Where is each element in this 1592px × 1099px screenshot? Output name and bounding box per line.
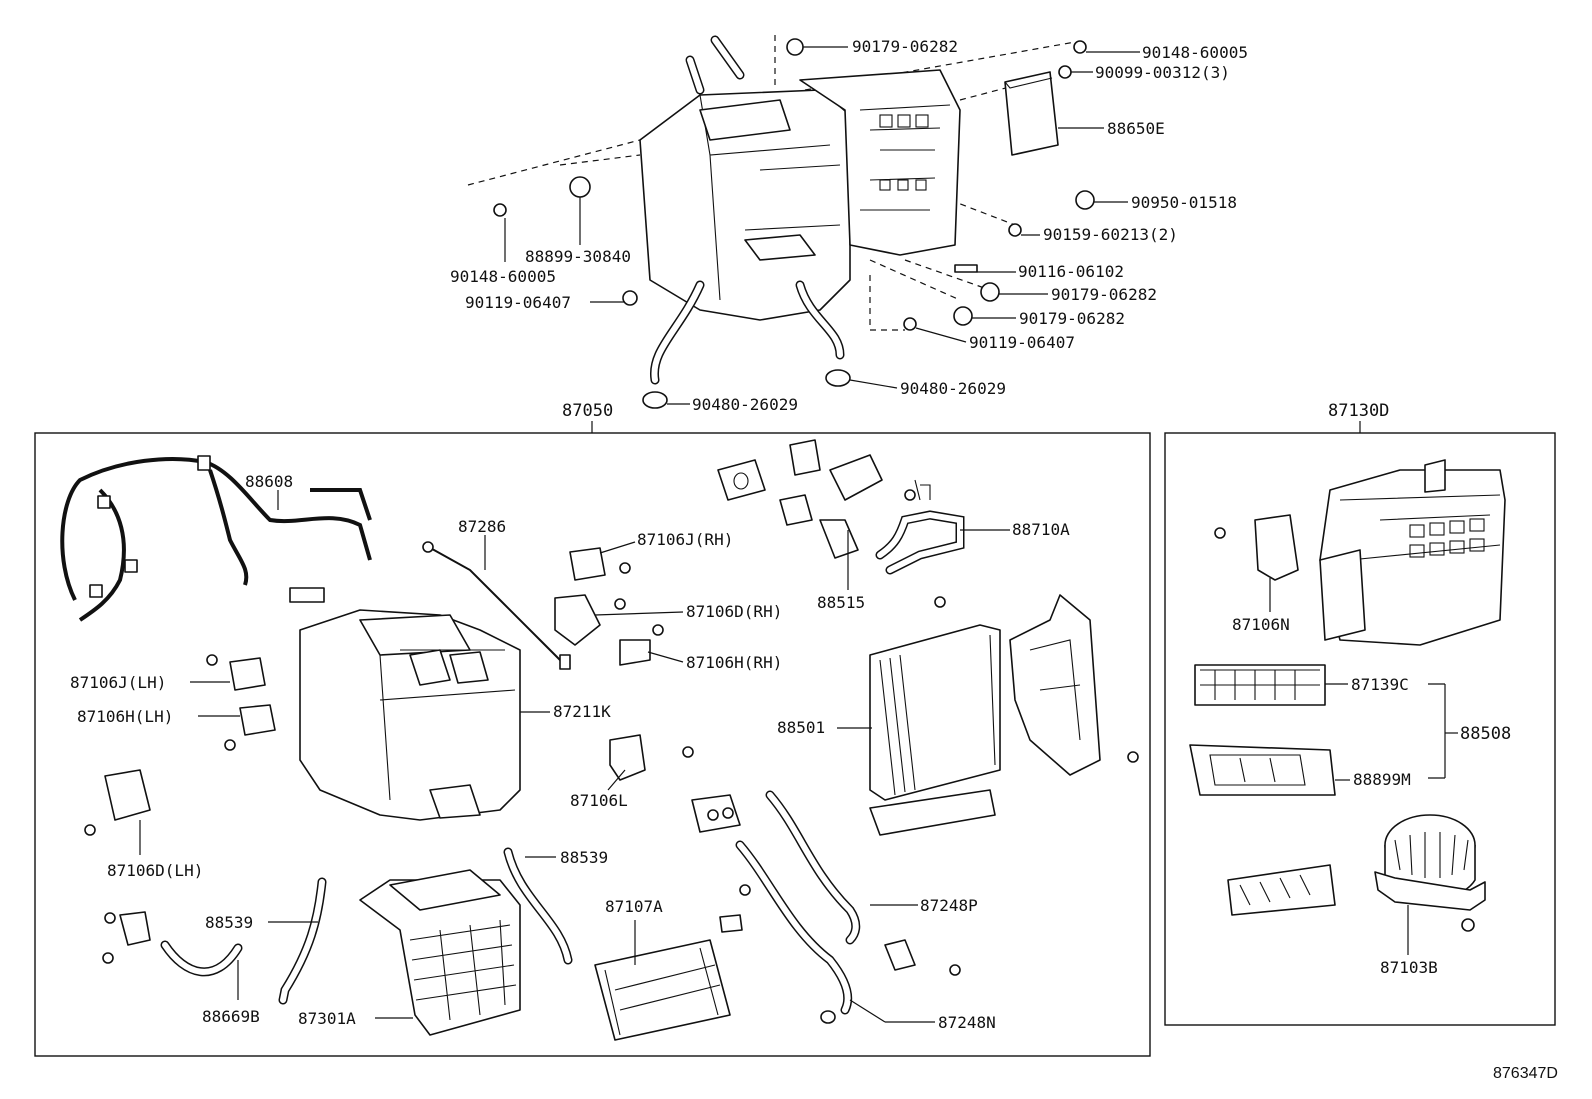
label-filter-set: 88508 bbox=[1460, 724, 1511, 744]
servo-blower bbox=[119, 911, 151, 946]
label-stud: 90116-06102 bbox=[1018, 262, 1124, 281]
upper-leaders bbox=[504, 46, 1140, 405]
label-unit-assembly: 87050 bbox=[562, 401, 613, 421]
upper-blower-case bbox=[799, 69, 961, 256]
unit-leaders bbox=[139, 490, 1010, 1023]
label-plug: 88899-30840 bbox=[525, 247, 631, 266]
servo-j-rh bbox=[569, 547, 606, 581]
label-servo-l: 87106L bbox=[570, 791, 628, 810]
label-tube: 88710A bbox=[1012, 520, 1070, 539]
upper-assembly-drawing bbox=[467, 35, 1095, 409]
label-servo-j-rh: 87106J(RH) bbox=[637, 530, 733, 549]
label-grommet-a: 90950-01518 bbox=[1131, 193, 1237, 212]
servo-d-lh bbox=[104, 769, 151, 821]
evaporator bbox=[869, 624, 1001, 801]
heater-core bbox=[594, 939, 731, 1041]
unit-assembly-drawing bbox=[60, 439, 1139, 1041]
label-hose-left: 88539 bbox=[205, 913, 253, 932]
label-heater-core-unit: 87301A bbox=[298, 1009, 356, 1028]
label-pipe-n: 87248N bbox=[938, 1013, 996, 1032]
label-hose-upper: 88539 bbox=[560, 848, 608, 867]
servo-n bbox=[1254, 514, 1299, 581]
amplifier-box bbox=[1004, 71, 1059, 156]
filter-case-m bbox=[1189, 744, 1336, 796]
label-servo-h-lh: 87106H(LH) bbox=[77, 707, 173, 726]
label-bolt-a-right: 90119-06407 bbox=[969, 333, 1075, 352]
label-thermistor-wire: 87286 bbox=[458, 517, 506, 536]
label-grommet-b-center: 90480-26029 bbox=[692, 395, 798, 414]
label-screw-c: 90159-60213(2) bbox=[1043, 225, 1178, 244]
label-heater-core: 87107A bbox=[605, 897, 663, 916]
label-evaporator: 88501 bbox=[777, 718, 825, 737]
label-nut-a-top: 90179-06282 bbox=[852, 37, 958, 56]
unit-assembly-box bbox=[34, 432, 1151, 1057]
label-blower-motor: 87103B bbox=[1380, 958, 1438, 977]
label-servo-n: 87106N bbox=[1232, 615, 1290, 634]
figure-reference: 876347D bbox=[1493, 1065, 1558, 1082]
label-blower-assembly: 87130D bbox=[1328, 401, 1389, 421]
servo-d-rh bbox=[554, 594, 601, 646]
upper-labels: 90179-06282 90148-60005 90099-00312(3) 8… bbox=[450, 37, 1248, 414]
label-amplifier: 88650E bbox=[1107, 119, 1165, 138]
label-thermistor: 88515 bbox=[817, 593, 865, 612]
blower-assembly-box bbox=[1164, 432, 1556, 1026]
blower-assembly-drawing bbox=[1189, 459, 1506, 932]
servo-j-lh bbox=[229, 657, 266, 691]
servo-l bbox=[609, 734, 646, 781]
label-bolt-a-left: 90119-06407 bbox=[465, 293, 571, 312]
unit-labels: 88608 87286 87106J(RH) 87106D(RH) 87106H… bbox=[70, 472, 1070, 1032]
blower-leaders bbox=[1269, 578, 1458, 955]
servo-h-rh bbox=[619, 639, 651, 666]
label-servo-h-rh: 87106H(RH) bbox=[686, 653, 782, 672]
label-wire-harness: 88608 bbox=[245, 472, 293, 491]
label-screw-a-top: 90148-60005 bbox=[1142, 43, 1248, 62]
label-nut-a-mid: 90179-06282 bbox=[1051, 285, 1157, 304]
blower-labels: 87106N 87139C 88508 88899M 87103B bbox=[1232, 615, 1511, 977]
servo-h-lh bbox=[239, 704, 276, 736]
label-case-m: 88899M bbox=[1353, 770, 1411, 789]
label-case: 87211K bbox=[553, 702, 611, 721]
label-nut-a-low: 90179-06282 bbox=[1019, 309, 1125, 328]
label-screw-a-left: 90148-60005 bbox=[450, 267, 556, 286]
label-servo-j-lh: 87106J(LH) bbox=[70, 673, 166, 692]
label-filter-c: 87139C bbox=[1351, 675, 1409, 694]
label-servo-d-lh: 87106D(LH) bbox=[107, 861, 203, 880]
label-pipe-p: 87248P bbox=[920, 896, 978, 915]
label-screw-b: 90099-00312(3) bbox=[1095, 63, 1230, 82]
label-servo-d-rh: 87106D(RH) bbox=[686, 602, 782, 621]
label-grommet-b-right: 90480-26029 bbox=[900, 379, 1006, 398]
label-hose-b: 88669B bbox=[202, 1007, 260, 1026]
